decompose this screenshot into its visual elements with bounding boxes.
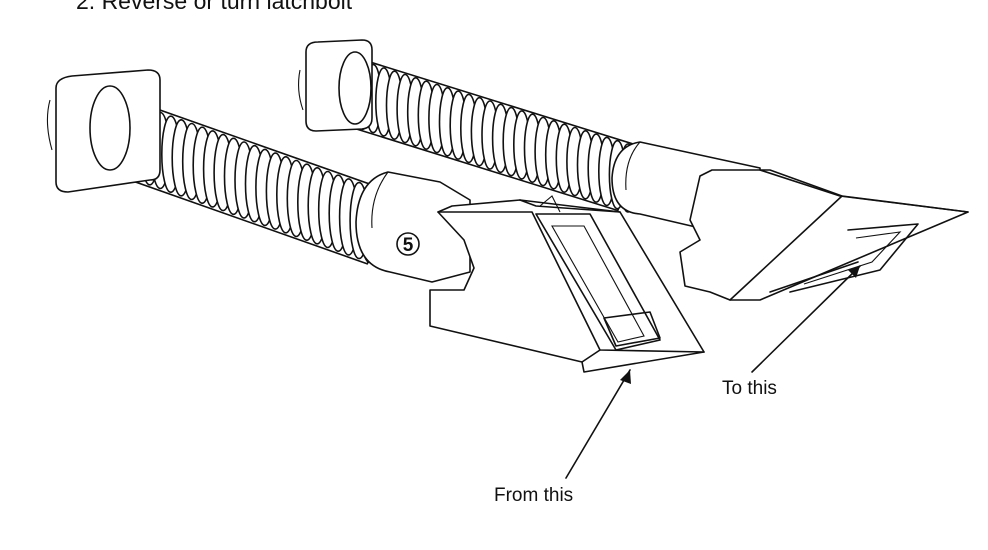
callout-5: 5 xyxy=(403,235,414,256)
step-heading: 2. Reverse or turn latchbolt xyxy=(76,0,353,14)
callout-leaders xyxy=(565,265,861,479)
to-this-label: To this xyxy=(722,378,777,399)
from-this-label: From this xyxy=(494,485,574,506)
to-this-arrowhead xyxy=(848,266,860,278)
callout-5-marker xyxy=(396,232,420,256)
front-latch-assembly: 5 xyxy=(46,69,705,373)
from-this-leader xyxy=(565,369,631,479)
front-latch-body xyxy=(355,171,471,283)
from-this-arrowhead xyxy=(620,370,631,384)
rear-latch-assembly xyxy=(297,39,969,301)
to-this-leader xyxy=(751,265,861,373)
rear-bolt-head xyxy=(679,169,969,301)
